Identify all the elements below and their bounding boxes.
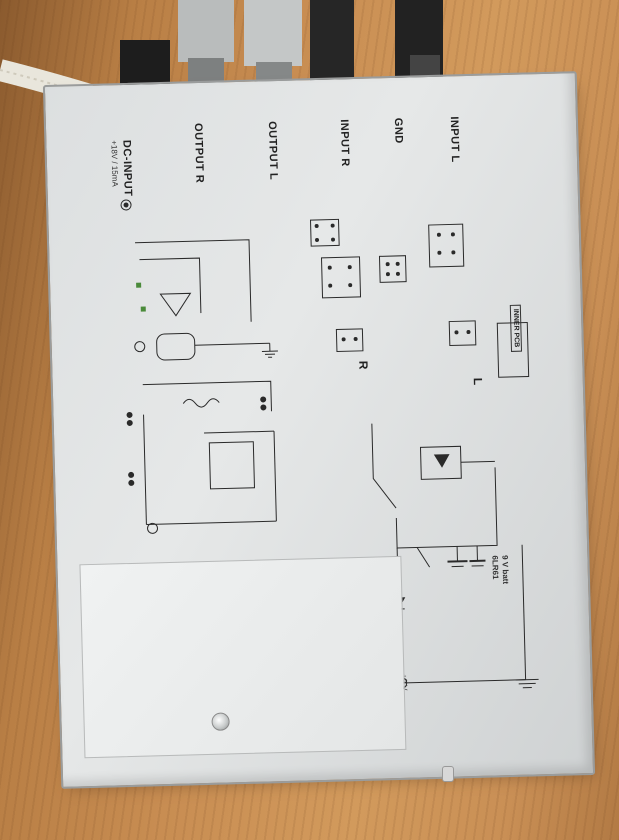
pedal-enclosure: DC-INPUT +18V / 15mA OUTPUT R OUTPUT L I… — [42, 71, 596, 789]
label-battery-type: 6LR61 — [490, 555, 500, 580]
label-inner-pcb: INNER PCB — [509, 304, 523, 352]
label-left: L — [470, 377, 485, 386]
label-battery: 9 V batt — [500, 555, 511, 585]
toggle-nub — [442, 766, 454, 782]
blank-sticker — [79, 555, 407, 759]
label-right: R — [356, 360, 371, 370]
